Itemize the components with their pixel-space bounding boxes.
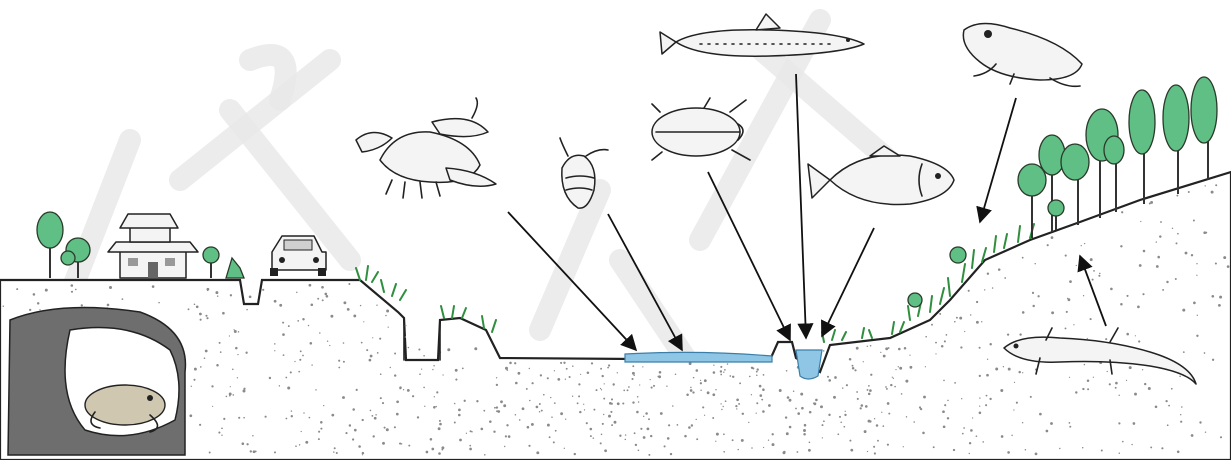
frog-illustration [963,23,1082,86]
carp-arrow [822,228,874,336]
larva-arrow [608,214,682,350]
ditch-water [796,350,822,379]
loach-illustration [660,14,864,56]
frog-arrow [980,98,1016,222]
crayfish-illustration [356,98,496,198]
beetle-arrow [708,172,790,340]
diving-beetle-illustration [652,98,750,160]
car-illustration [270,236,326,276]
paddy-water [625,352,772,362]
crucian-carp-illustration [808,146,954,205]
loach-arrow [796,74,806,338]
house-illustration [108,214,198,278]
toad-in-burrow-illustration [8,308,185,456]
